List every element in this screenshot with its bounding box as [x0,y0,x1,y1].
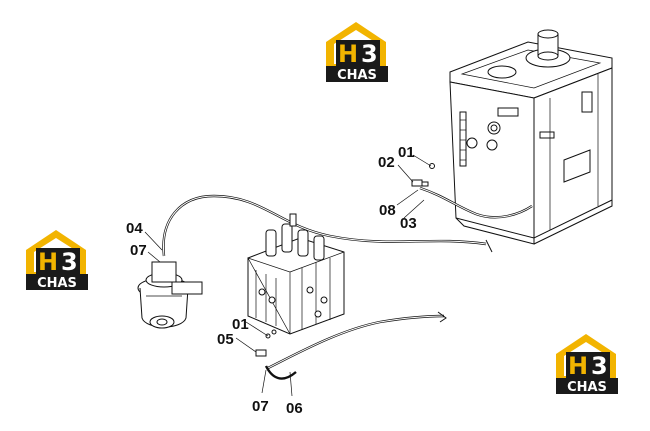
fitting-02 [411,179,429,187]
label-01-valve: 01 [232,316,249,333]
logo-digit: 3 [591,352,608,380]
logo-text: CHAS [567,380,607,395]
swing-motor [137,261,203,329]
label-07-bottom: 07 [252,398,269,415]
logo-text: CHAS [337,68,377,83]
o-ring-01-tank [429,163,435,169]
label-03: 03 [400,215,417,232]
label-06: 06 [286,400,303,417]
logo-top: H 3 CHAS [326,22,388,83]
label-08: 08 [379,202,396,219]
label-02: 02 [378,154,395,171]
leader-lines [144,154,432,397]
label-01-tank: 01 [398,144,415,161]
logo-letter: H [38,248,58,276]
label-07-motor: 07 [130,242,147,259]
label-05: 05 [217,331,234,348]
logo-letter: H [568,352,588,380]
long-hose [162,194,493,257]
fitting-05 [255,349,267,357]
tank-hose [419,186,533,219]
hydraulic-tank [449,29,613,245]
o-ring-01-valve [265,329,277,339]
logo-digit: 3 [61,248,78,276]
logo-right: H 3 CHAS [556,334,618,395]
logo-text: CHAS [37,276,77,291]
logo-left: H 3 CHAS [26,230,88,291]
label-04: 04 [126,220,143,237]
control-valve [247,213,345,335]
bottom-hose [264,311,447,380]
logo-digit: 3 [361,40,378,68]
logo-letter: H [338,40,358,68]
